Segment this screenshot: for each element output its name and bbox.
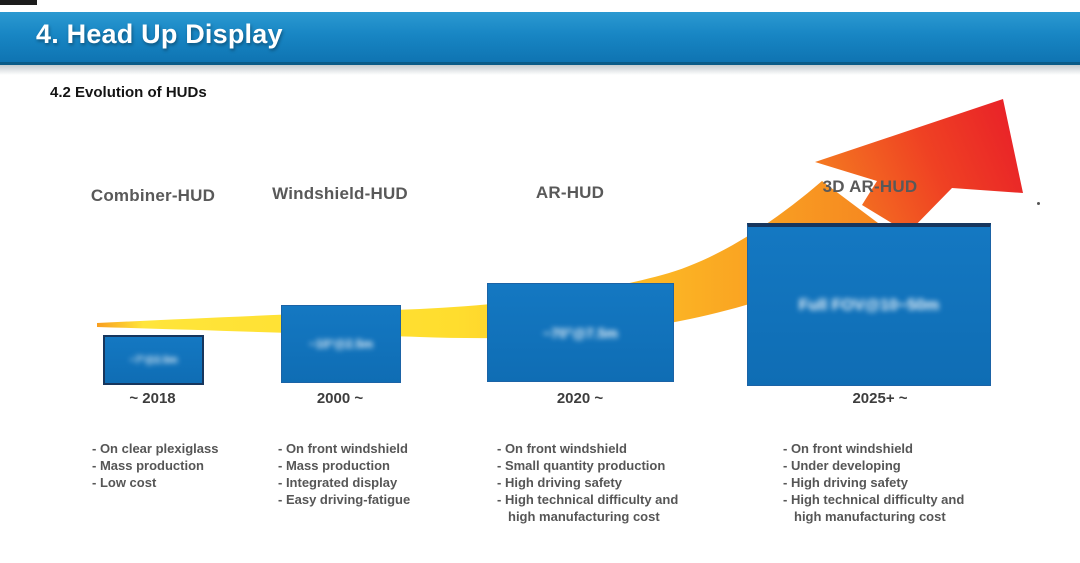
bullet-list-ar-hud: - On front windshield - Small quantity pr… bbox=[497, 441, 697, 526]
bullet-list-windshield-hud: - On front windshield - Mass production - … bbox=[278, 441, 478, 509]
period-label-windshield-hud: 2000 ~ bbox=[316, 390, 364, 407]
period-label-combiner-hud: ~ 2018 bbox=[129, 390, 176, 407]
bullet-item: - Integrated display bbox=[278, 475, 398, 490]
window-corner-sliver bbox=[0, 0, 37, 5]
bullet-item: - Mass production bbox=[278, 458, 390, 473]
spec-box-combiner-hud: ~7°@2.5m bbox=[103, 335, 204, 385]
slide-title: 4. Head Up Display bbox=[36, 19, 283, 49]
bullet-item: - High technical difficulty and high man… bbox=[497, 492, 679, 524]
bullet-list-3d-ar-hud: - On front windshield - Under developing -… bbox=[783, 441, 988, 526]
bullet-item: - Small quantity production bbox=[497, 458, 666, 473]
spec-box-3d-ar-hud: Full FOV@10~50m bbox=[747, 223, 991, 386]
spec-text: ~7°@2.5m bbox=[129, 354, 178, 366]
arrow-shaft bbox=[97, 181, 898, 339]
column-header-windshield-hud: Windshield-HUD bbox=[272, 184, 408, 203]
period-label-3d-ar-hud: 2025+ ~ bbox=[852, 390, 908, 407]
bullet-item: - Under developing bbox=[783, 458, 901, 473]
stray-dot bbox=[1037, 202, 1040, 205]
spec-text: ~70°@7.5m bbox=[543, 324, 618, 341]
column-header-ar-hud: AR-HUD bbox=[535, 183, 605, 202]
spec-text: Full FOV@10~50m bbox=[798, 297, 940, 314]
slide-title-bar: 4. Head Up Display bbox=[0, 12, 1080, 75]
spec-box-ar-hud: ~70°@7.5m bbox=[487, 283, 674, 382]
bullet-item: - On front windshield bbox=[278, 441, 408, 456]
period-label-ar-hud: 2020 ~ bbox=[556, 390, 604, 407]
bullet-item: - High driving safety bbox=[497, 475, 622, 490]
bullet-item: - On clear plexiglass bbox=[92, 441, 219, 456]
bullet-item: - On front windshield bbox=[783, 441, 913, 456]
bullet-item: - On front windshield bbox=[497, 441, 627, 456]
title-bar-shadow bbox=[0, 65, 1080, 75]
bullet-list-combiner-hud: - On clear plexiglass - Mass production - … bbox=[92, 441, 282, 492]
column-header-combiner-hud: Combiner-HUD bbox=[90, 186, 216, 205]
bullet-item: - Low cost bbox=[92, 475, 157, 490]
bullet-item: - Easy driving-fatigue bbox=[278, 492, 411, 507]
spec-text: ~10°@2.5m bbox=[308, 337, 374, 351]
spec-box-windshield-hud: ~10°@2.5m bbox=[281, 305, 401, 383]
bullet-item: - High driving safety bbox=[783, 475, 908, 490]
column-header-3d-ar-hud: 3D AR-HUD bbox=[822, 177, 918, 196]
arrow-head bbox=[815, 99, 1023, 233]
bullet-item: - Mass production bbox=[92, 458, 204, 473]
section-subtitle: 4.2 Evolution of HUDs bbox=[50, 84, 207, 101]
bullet-item: - High technical difficulty and high man… bbox=[783, 492, 965, 524]
